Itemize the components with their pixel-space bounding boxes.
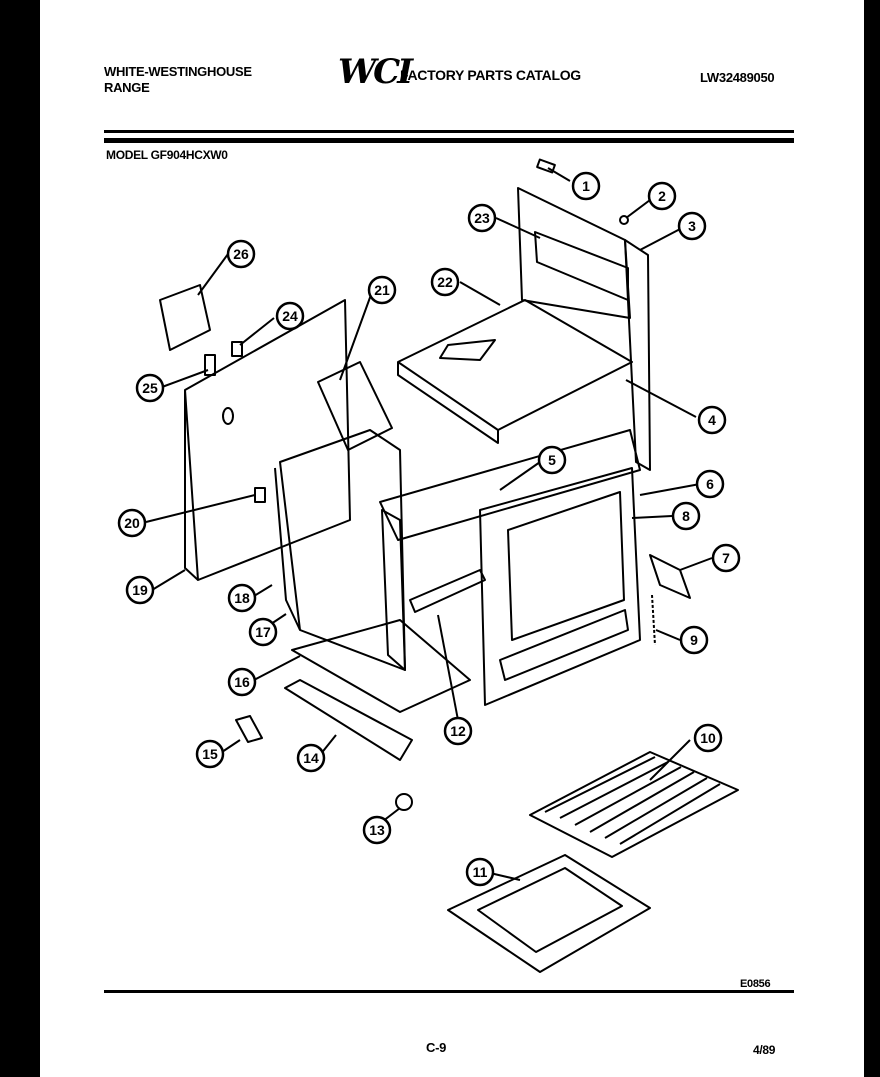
door-hinge	[649, 554, 691, 599]
callout-10: 10	[693, 723, 723, 753]
callout-6: 6	[695, 469, 725, 499]
broiler-pan	[447, 854, 651, 973]
callout-20: 20	[117, 508, 147, 538]
oven-door	[479, 467, 641, 706]
wci-logo: WCI	[338, 52, 413, 92]
bottom-panel	[291, 619, 471, 713]
callout-label: 9	[690, 632, 698, 648]
callout-22: 22	[430, 267, 460, 297]
callout-4: 4	[697, 405, 727, 435]
oven-burner	[409, 569, 486, 613]
print-date: 4/89	[753, 1043, 776, 1057]
callout-label: 15	[202, 746, 218, 762]
callout-7: 7	[711, 543, 741, 573]
callout-16: 16	[227, 667, 257, 697]
footer-rule	[104, 990, 794, 993]
callout-1: 1	[571, 171, 601, 201]
callout-label: 1	[582, 178, 590, 194]
back-panel	[517, 187, 631, 319]
callout-11: 11	[465, 857, 495, 887]
door-window	[507, 491, 625, 641]
model-number: MODEL GF904HCXW0	[106, 148, 228, 162]
burner-support	[284, 679, 413, 761]
callout-label: 5	[548, 452, 556, 468]
panel-26	[159, 284, 211, 351]
callout-5: 5	[537, 445, 567, 475]
callout-label: 24	[282, 308, 298, 324]
callout-19: 19	[125, 575, 155, 605]
callout-24: 24	[275, 301, 305, 331]
callout-21: 21	[367, 275, 397, 305]
callout-label: 19	[132, 582, 148, 598]
reference-code: E0856	[740, 978, 771, 990]
callout-label: 23	[474, 210, 490, 226]
callout-label: 26	[233, 246, 249, 262]
bracket	[235, 715, 263, 743]
callout-label: 12	[450, 723, 466, 739]
callout-label: 8	[682, 508, 690, 524]
callout-9: 9	[679, 625, 709, 655]
catalog-title: FACTORY PARTS CATALOG	[400, 67, 581, 83]
callout-26: 26	[226, 239, 256, 269]
callout-2: 2	[647, 181, 677, 211]
callout-25: 25	[135, 373, 165, 403]
header-rule-thick	[104, 138, 794, 143]
callout-label: 2	[658, 188, 666, 204]
exploded-parts-diagram: 1234567891011121314151617181920212223242…	[117, 158, 741, 973]
page-number: C-9	[426, 1040, 447, 1055]
callout-14: 14	[296, 743, 326, 773]
document-number: LW32489050	[700, 70, 775, 85]
callout-8: 8	[671, 501, 701, 531]
product-type: RANGE	[104, 80, 150, 95]
callout-23: 23	[467, 203, 497, 233]
header-rule	[104, 130, 794, 133]
callout-label: 7	[722, 550, 730, 566]
callout-label: 18	[234, 590, 250, 606]
callout-label: 4	[708, 412, 716, 428]
callout-18: 18	[227, 583, 257, 613]
oven-rack	[529, 751, 739, 858]
oven-liner	[279, 429, 406, 671]
callout-label: 22	[437, 274, 453, 290]
callout-13: 13	[362, 815, 392, 845]
callout-label: 16	[234, 674, 250, 690]
callout-17: 17	[248, 617, 278, 647]
brand-name: WHITE-WESTINGHOUSE	[104, 64, 252, 79]
callout-label: 11	[473, 864, 488, 880]
callout-3: 3	[677, 211, 707, 241]
door-spring	[651, 594, 656, 646]
callout-label: 14	[303, 750, 319, 766]
callout-label: 10	[700, 730, 716, 746]
callout-12: 12	[443, 716, 473, 746]
callout-label: 17	[255, 624, 271, 640]
callout-label: 6	[706, 476, 714, 492]
callout-label: 13	[369, 822, 385, 838]
callout-label: 20	[124, 515, 140, 531]
burner-orifice	[395, 793, 413, 811]
callout-label: 25	[142, 380, 158, 396]
callout-label: 21	[374, 282, 390, 298]
catalog-page: WHITE-WESTINGHOUSE RANGE WCI FACTORY PAR…	[40, 0, 864, 1077]
side-panel	[184, 299, 351, 581]
top-panel	[397, 299, 633, 431]
callout-15: 15	[195, 739, 225, 769]
flue-duct	[317, 361, 393, 451]
callout-label: 3	[688, 218, 696, 234]
